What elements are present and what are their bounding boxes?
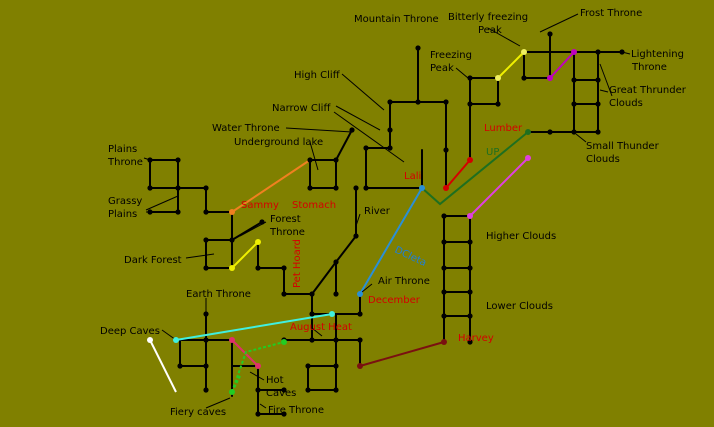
label-harvey: Harvey bbox=[458, 333, 494, 344]
marker-freezing bbox=[495, 75, 501, 81]
label-high-cliff: High Cliff bbox=[294, 70, 341, 81]
road-nodes bbox=[147, 31, 625, 417]
marker-dcleta bbox=[419, 185, 425, 191]
route-lumber bbox=[445, 159, 471, 189]
marker-lumber bbox=[467, 157, 473, 163]
label-lali: Lali bbox=[404, 171, 421, 182]
label-fire-throne: Fire Throne bbox=[268, 405, 324, 416]
label-deep-caves: Deep Caves bbox=[100, 326, 160, 337]
marker-forest-2 bbox=[229, 265, 235, 271]
label-freezing-peak-2: Peak bbox=[430, 63, 454, 74]
label-fiery-caves: Fiery caves bbox=[170, 407, 226, 418]
label-august-heat: August Heat bbox=[290, 322, 352, 333]
marker-fiery-pink bbox=[229, 337, 235, 343]
label-forest-throne-1: Forest bbox=[270, 214, 301, 225]
label-bitterly-freezing-1: Bitterly freezing bbox=[448, 12, 528, 23]
label-up: UP bbox=[486, 147, 499, 158]
label-narrow-cliff: Narrow Cliff bbox=[272, 103, 331, 114]
label-dark-forest: Dark Forest bbox=[124, 255, 182, 266]
route-higher-clouds bbox=[469, 157, 529, 217]
marker-fiery-green-2 bbox=[229, 389, 235, 395]
label-hot-caves-2: Caves bbox=[266, 388, 296, 399]
route-markers bbox=[147, 49, 577, 395]
label-grassy-plains-2: Plains bbox=[108, 209, 137, 220]
label-lightening-2: Throne bbox=[631, 62, 667, 73]
road-network bbox=[149, 33, 623, 415]
label-underground-lake: Underground lake bbox=[234, 137, 323, 148]
marker-december bbox=[357, 291, 363, 297]
route-up bbox=[421, 131, 529, 206]
label-hot-caves-1: Hot bbox=[266, 375, 284, 386]
label-lightening-1: Lightening bbox=[631, 49, 684, 60]
route-sammy bbox=[231, 159, 311, 213]
marker-higher bbox=[467, 213, 473, 219]
label-mountain-throne: Mountain Throne bbox=[354, 14, 439, 25]
label-air-throne: Air Throne bbox=[378, 276, 430, 287]
marker-harvey bbox=[441, 339, 447, 345]
marker-august bbox=[329, 311, 335, 317]
label-dcleta: DCleta bbox=[393, 245, 428, 269]
marker-fiery-green bbox=[281, 339, 287, 345]
marker-up bbox=[525, 129, 531, 135]
marker-sammy bbox=[229, 209, 235, 215]
label-lower-clouds: Lower Clouds bbox=[486, 301, 553, 312]
marker-higher-2 bbox=[525, 155, 531, 161]
route-freezing-yellow bbox=[497, 51, 525, 79]
label-great-thunder-2: Clouds bbox=[609, 98, 643, 109]
route-deep-caves-white bbox=[149, 339, 177, 393]
marker-thunder-2 bbox=[547, 75, 553, 81]
marker-harvey-2 bbox=[357, 363, 363, 369]
label-higher-clouds: Higher Clouds bbox=[486, 231, 556, 242]
route-great-thunder bbox=[549, 51, 575, 79]
label-plains-throne-2: Throne bbox=[107, 157, 143, 168]
label-freezing-peak-1: Freezing bbox=[430, 50, 472, 61]
marker-lali bbox=[443, 185, 449, 191]
label-great-thunder-1: Great Thrunder bbox=[609, 85, 687, 96]
route-deep-caves bbox=[175, 313, 333, 341]
label-small-thunder-1: Small Thunder bbox=[586, 141, 660, 152]
marker-fiery-pink-2 bbox=[255, 363, 261, 369]
label-sammy: Sammy bbox=[241, 200, 279, 211]
label-frost-throne: Frost Throne bbox=[580, 8, 642, 19]
label-pet-hoard: Pet Hoard bbox=[292, 239, 303, 288]
label-small-thunder-2: Clouds bbox=[586, 154, 620, 165]
label-lumber: Lumber bbox=[484, 123, 523, 134]
route-dcleta bbox=[359, 187, 423, 295]
label-water-throne: Water Throne bbox=[212, 123, 280, 134]
route-harvey bbox=[359, 341, 445, 367]
label-river: River bbox=[364, 206, 391, 217]
marker-deep-cyan bbox=[173, 337, 179, 343]
label-stomach: Stomach bbox=[292, 200, 336, 211]
marker-forest bbox=[255, 239, 261, 245]
label-grassy-plains-1: Grassy bbox=[108, 196, 142, 207]
marker-bitterly bbox=[521, 49, 527, 55]
label-plains-throne-1: Plains bbox=[108, 144, 137, 155]
label-bitterly-freezing-2: Peak bbox=[478, 25, 502, 36]
route-forest-yellow bbox=[231, 241, 259, 269]
marker-deep-white bbox=[147, 337, 153, 343]
label-december: December bbox=[368, 295, 421, 306]
label-forest-throne-2: Throne bbox=[269, 227, 305, 238]
label-earth-throne: Earth Throne bbox=[186, 289, 251, 300]
marker-thunder bbox=[571, 49, 577, 55]
